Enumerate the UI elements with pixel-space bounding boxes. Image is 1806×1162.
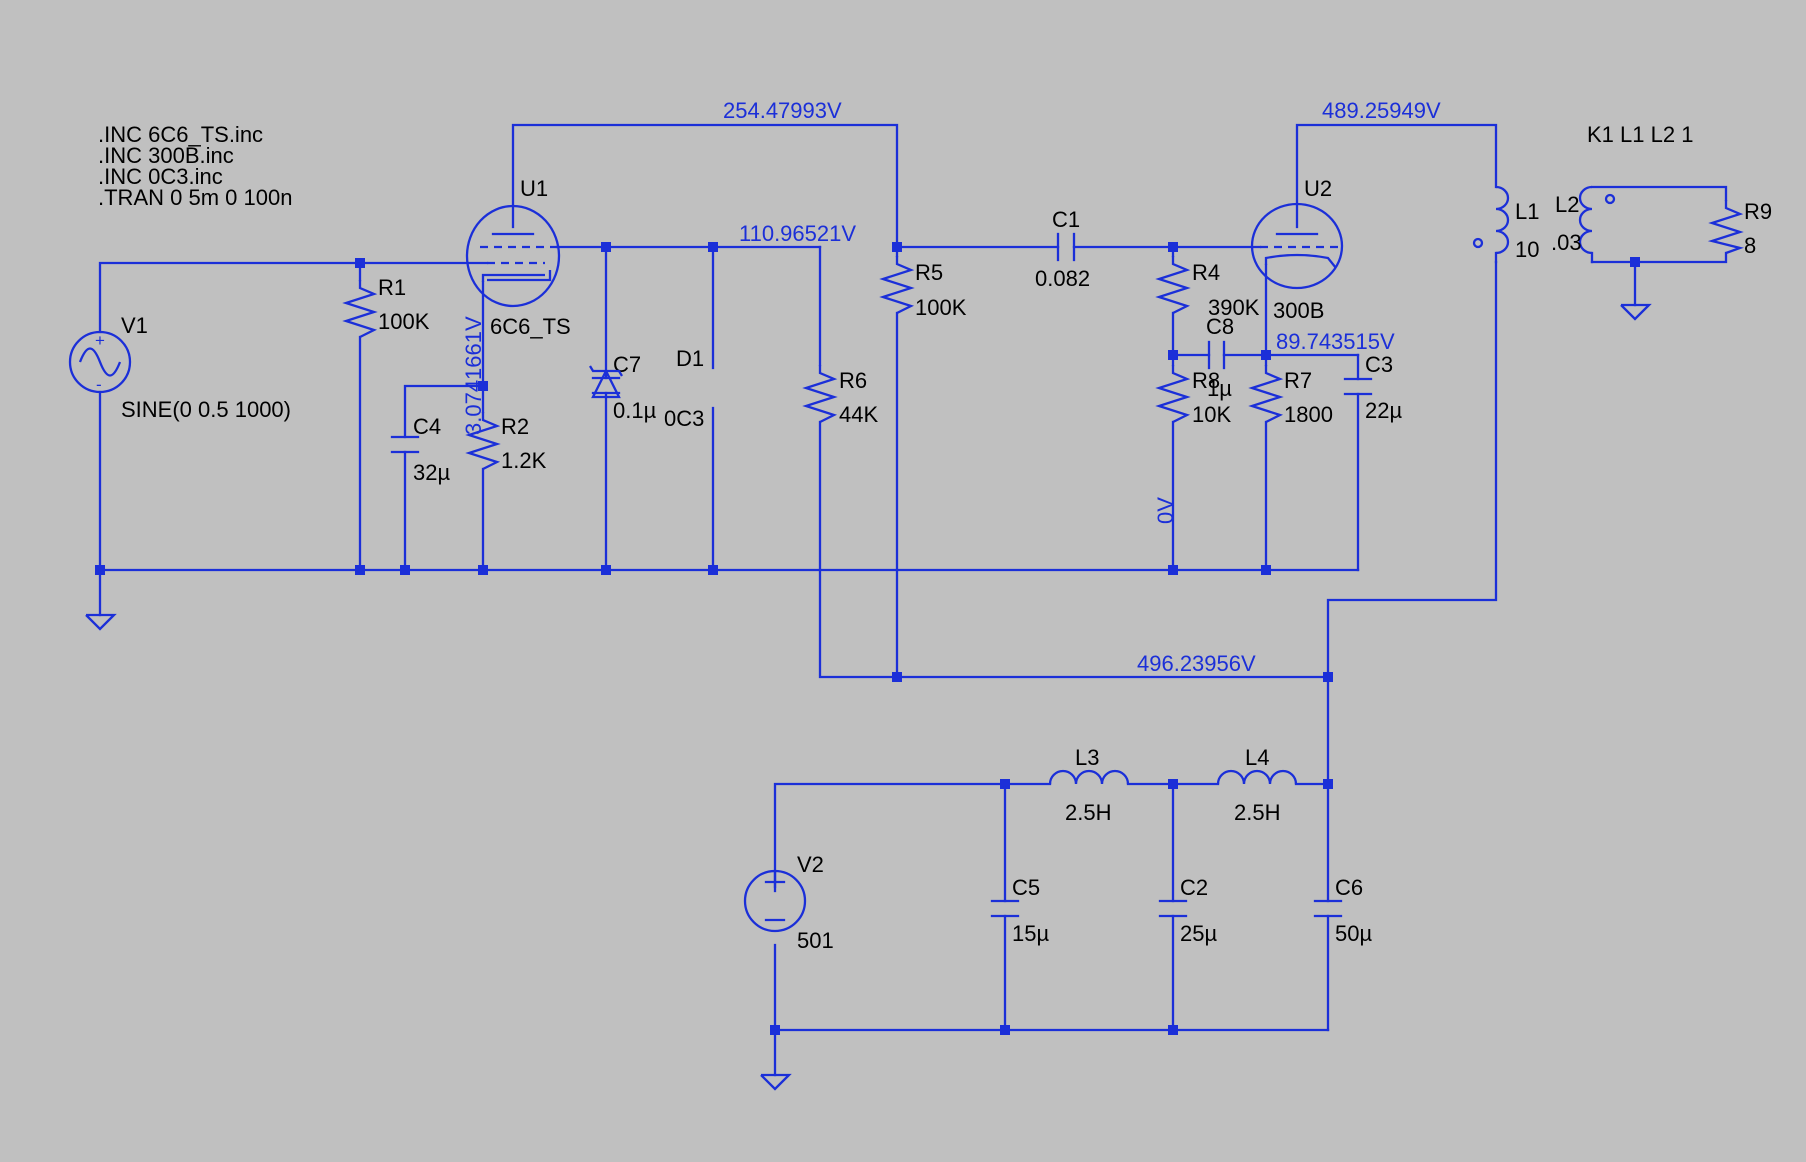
directive-inc-6c6: .INC 6C6_TS.inc xyxy=(98,122,263,147)
l3-value: 2.5H xyxy=(1065,800,1111,825)
source-v1[interactable]: + - V1 SINE(0 0.5 1000) xyxy=(68,313,291,422)
minus-sign: - xyxy=(96,375,102,394)
ground-symbol xyxy=(85,613,117,631)
voltage-u2-grid: 0V xyxy=(1153,497,1178,524)
v1-value: SINE(0 0.5 1000) xyxy=(121,397,291,422)
inductor-l4[interactable]: L4 2.5H xyxy=(1216,745,1298,825)
c6-value: 50µ xyxy=(1335,921,1372,946)
plus-sign: + xyxy=(95,331,105,350)
resistor-r9[interactable]: R9 8 xyxy=(1707,199,1772,258)
r6-name: R6 xyxy=(839,368,867,393)
r4-value: 390K xyxy=(1208,295,1260,320)
spice-directives: .INC 6C6_TS.inc .INC 300B.inc .INC 0C3.i… xyxy=(98,122,292,210)
tube-u1[interactable]: U1 6C6_TS xyxy=(465,176,571,339)
v2-value: 501 xyxy=(797,928,834,953)
l2-value: .03 xyxy=(1551,230,1582,255)
resistor-r5[interactable]: R5 100K xyxy=(879,256,967,320)
l4-name: L4 xyxy=(1245,745,1269,770)
inductor-l3[interactable]: L3 2.5H xyxy=(1048,745,1130,825)
inductor-l1[interactable]: L1 10 xyxy=(1472,185,1539,264)
c7-name: C7 xyxy=(613,352,641,377)
l1-value: 10 xyxy=(1515,237,1539,262)
u2-name: U2 xyxy=(1304,176,1332,201)
l4-value: 2.5H xyxy=(1234,800,1280,825)
u2-value: 300B xyxy=(1273,298,1324,323)
c5-name: C5 xyxy=(1012,875,1040,900)
d1-value: 0C3 xyxy=(664,406,704,431)
ground-symbol xyxy=(1620,303,1652,321)
c1-name: C1 xyxy=(1052,207,1080,232)
v1-name: V1 xyxy=(121,313,148,338)
directive-inc-0c3: .INC 0C3.inc xyxy=(98,164,223,189)
capacitor-c1[interactable]: C1 0.082 xyxy=(1035,207,1090,291)
capacitor-c6[interactable]: C6 50µ xyxy=(1313,875,1372,946)
c2-name: C2 xyxy=(1180,875,1208,900)
r6-value: 44K xyxy=(839,402,878,427)
l3-name: L3 xyxy=(1075,745,1099,770)
resistor-r1[interactable]: R1 100K xyxy=(342,275,430,339)
resistor-r8[interactable]: R8 10K xyxy=(1155,365,1231,427)
capacitor-c3[interactable]: C3 22µ xyxy=(1343,352,1402,423)
c8-value: 1µ xyxy=(1207,376,1232,401)
r1-name: R1 xyxy=(378,275,406,300)
l2-name: L2 xyxy=(1555,192,1579,217)
directive-tran: .TRAN 0 5m 0 100n xyxy=(98,185,292,210)
c2-value: 25µ xyxy=(1180,921,1217,946)
resistor-r4[interactable]: R4 390K xyxy=(1155,256,1260,320)
voltage-u1-cathode: 3.0741661V xyxy=(461,316,486,435)
r2-name: R2 xyxy=(501,414,529,439)
c6-name: C6 xyxy=(1335,875,1363,900)
c7-value: 0.1µ xyxy=(613,398,657,423)
c5-value: 15µ xyxy=(1012,921,1049,946)
junctions xyxy=(95,242,1640,1035)
r7-value: 1800 xyxy=(1284,402,1333,427)
r9-name: R9 xyxy=(1744,199,1772,224)
v2-name: V2 xyxy=(797,852,824,877)
u1-value: 6C6_TS xyxy=(490,314,571,339)
voltage-screen: 110.96521V xyxy=(739,221,856,246)
source-v2[interactable]: V2 501 xyxy=(743,852,834,953)
voltage-u2-cathode: 89.743515V xyxy=(1276,329,1395,354)
resistor-r6[interactable]: R6 44K xyxy=(802,365,878,427)
wires xyxy=(98,123,1728,1077)
resistor-r2[interactable]: R2 1.2K xyxy=(465,412,547,473)
d1-name: D1 xyxy=(676,346,704,371)
r5-value: 100K xyxy=(915,295,967,320)
tube-u2[interactable]: U2 300B xyxy=(1250,176,1344,323)
coupling-directive: K1 L1 L2 1 xyxy=(1587,122,1693,147)
ground-symbol xyxy=(760,1073,792,1091)
inductor-l2[interactable]: L2 .03 xyxy=(1551,185,1616,264)
r9-value: 8 xyxy=(1744,233,1756,258)
c1-value: 0.082 xyxy=(1035,266,1090,291)
node-voltages: 254.47993V 110.96521V 489.25949V 89.7435… xyxy=(461,98,1441,676)
resistor-r7[interactable]: R7 1800 xyxy=(1248,365,1333,427)
l1-name: L1 xyxy=(1515,199,1539,224)
r8-name: R8 xyxy=(1192,368,1220,393)
r2-value: 1.2K xyxy=(501,448,547,473)
voltage-b-plus: 496.23956V xyxy=(1137,651,1256,676)
c8-name: C8 xyxy=(1206,314,1234,339)
capacitor-c2[interactable]: C2 25µ xyxy=(1158,875,1217,946)
r1-value: 100K xyxy=(378,309,430,334)
diode-d1[interactable]: D1 0C3 xyxy=(589,346,704,431)
c4-value: 32µ xyxy=(413,460,450,485)
r4-name: R4 xyxy=(1192,260,1220,285)
capacitor-c4[interactable]: C4 32µ xyxy=(390,414,450,485)
c4-name: C4 xyxy=(413,414,441,439)
capacitor-c5[interactable]: C5 15µ xyxy=(990,875,1049,946)
u1-name: U1 xyxy=(520,176,548,201)
r7-name: R7 xyxy=(1284,368,1312,393)
capacitor-c8[interactable]: C8 1µ xyxy=(1206,314,1234,401)
r8-value: 10K xyxy=(1192,402,1231,427)
capacitor-c7[interactable]: C7 0.1µ xyxy=(591,352,657,423)
voltage-u1-plate: 254.47993V xyxy=(723,98,842,123)
c3-value: 22µ xyxy=(1365,398,1402,423)
voltage-u2-plate: 489.25949V xyxy=(1322,98,1441,123)
directive-inc-300b: .INC 300B.inc xyxy=(98,143,234,168)
c3-name: C3 xyxy=(1365,352,1393,377)
r5-name: R5 xyxy=(915,260,943,285)
